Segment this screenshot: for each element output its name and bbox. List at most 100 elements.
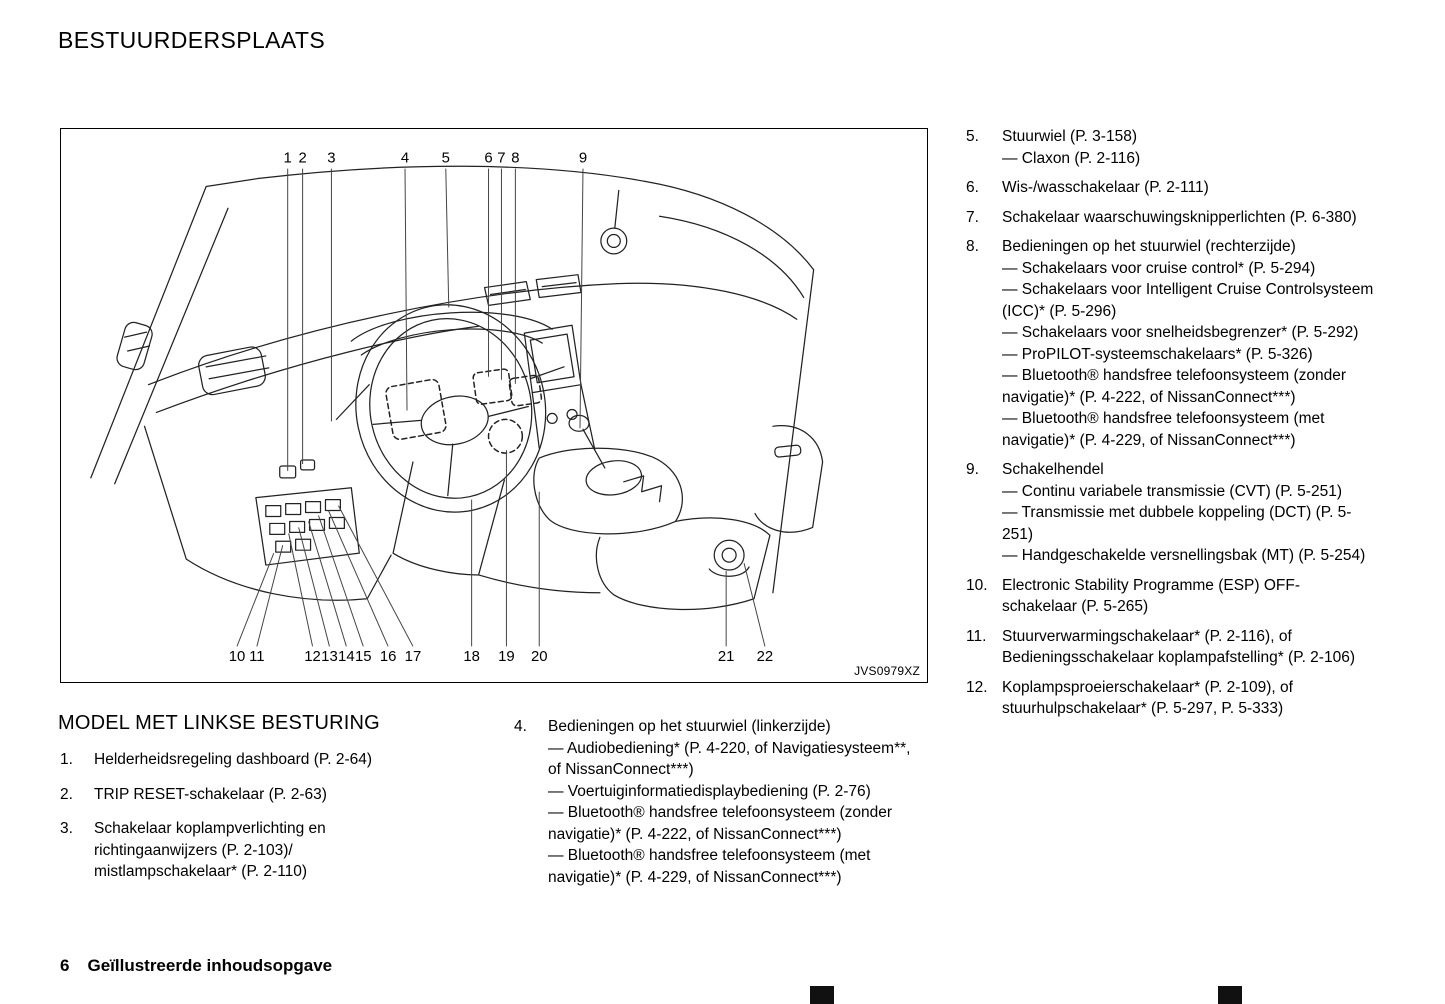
- list-item-text: Helderheidsregeling dashboard (P. 2-64): [94, 751, 373, 768]
- list-item: 8. Bedieningen op het stuurwiel (rechterz…: [966, 236, 1378, 451]
- callout-number: 22: [757, 649, 774, 665]
- list-item-number: 8.: [966, 238, 979, 255]
- item-list-left: 1.Helderheidsregeling dashboard (P. 2-64…: [60, 749, 404, 896]
- callout-leader-line: [256, 545, 284, 647]
- list-item: 2. TRIP RESET-schakelaar (P. 2-63): [60, 784, 404, 806]
- list-item: 11. Stuurverwarmingschakelaar* (P. 2-116)…: [966, 626, 1378, 669]
- callout-number: 12: [304, 649, 321, 665]
- list-item: 3. Schakelaar koplampverlichting en richt…: [60, 818, 404, 883]
- list-item-body: Bedieningen op het stuurwiel (linkerzijd…: [548, 716, 916, 888]
- section-heading-model: MODEL MET LINKSE BESTURING: [58, 712, 380, 734]
- list-item-body: Wis-/wasschakelaar (P. 2-111): [1002, 177, 1374, 199]
- list-item-text: — Bluetooth® handsfree telefoonsysteem (…: [548, 804, 893, 843]
- list-item-number: 4.: [514, 718, 527, 735]
- gear-knob: [568, 414, 590, 432]
- callout-number: 21: [718, 649, 735, 665]
- callout-number: 6: [484, 151, 492, 167]
- list-item-body: Schakelhendel — Continu variabele transmi…: [1002, 459, 1374, 567]
- list-item-text: Wis-/wasschakelaar (P. 2-111): [1002, 179, 1209, 196]
- callout-number: 5: [442, 151, 450, 167]
- list-item-body: Koplampsproeierschakelaar* (P. 2-109), o…: [1002, 677, 1374, 720]
- list-item-body: Helderheidsregeling dashboard (P. 2-64): [94, 749, 404, 771]
- page-footer: 6 Geïllustreerde inhoudsopgave: [60, 956, 332, 976]
- callout-leader-line: [404, 168, 408, 411]
- callout-number: 4: [401, 151, 409, 167]
- list-item-text: — Continu variabele transmissie (CVT) (P…: [1002, 482, 1342, 500]
- callout-number: 15: [355, 649, 372, 665]
- list-item-number: 6.: [966, 179, 979, 196]
- callout-leader-line: [743, 562, 766, 647]
- list-item-number: 7.: [966, 208, 979, 226]
- callout-leader-line: [337, 505, 414, 647]
- list-item-number: 11.: [966, 627, 987, 645]
- callout-leader-line: [288, 533, 314, 647]
- list-item-text: — Bluetooth® handsfree telefoonsysteem (…: [1002, 367, 1347, 406]
- callout-leader-line: [328, 510, 389, 647]
- list-item-number: 9.: [966, 461, 979, 478]
- list-item-text: TRIP RESET-schakelaar (P. 2-63): [94, 785, 327, 803]
- callout-leader-line: [298, 527, 330, 647]
- callout-number: 1: [284, 151, 292, 167]
- list-item-text: — Schakelaars voor Intelligent Cruise Co…: [1002, 281, 1374, 320]
- list-item-body: Bedieningen op het stuurwiel (rechterzij…: [1002, 236, 1374, 451]
- figure-code: JVS0979XZ: [854, 664, 920, 678]
- callout-leader-line: [236, 552, 275, 647]
- item-list-right: 5.Stuurwiel (P. 3-158)— Claxon (P. 2-116…: [966, 126, 1378, 728]
- callout-number: 13: [321, 649, 338, 665]
- callout-highlight-boxes: [385, 368, 543, 454]
- interior-sketch: [90, 165, 824, 611]
- callout-leader-line: [318, 515, 364, 647]
- callout-number: 8: [511, 151, 519, 167]
- list-item-text: Bedieningen op het stuurwiel (linkerzijd…: [548, 718, 831, 735]
- list-item-body: Electronic Stability Programme (ESP) OFF…: [1002, 575, 1374, 618]
- list-item: 1.Helderheidsregeling dashboard (P. 2-64…: [60, 749, 404, 771]
- page-title: BESTUURDERSPLAATS: [58, 27, 326, 53]
- callout-number: 14: [338, 649, 355, 665]
- callout-leader-line: [308, 521, 347, 647]
- list-item-text: Bedieningen op het stuurwiel (rechterzij…: [1002, 238, 1296, 255]
- callout-number: 19: [498, 649, 515, 665]
- list-item-number: 3.: [60, 820, 73, 837]
- list-item-text: — Bluetooth® handsfree telefoonsysteem (…: [548, 847, 871, 886]
- list-item: 6. Wis-/wasschakelaar (P. 2-111): [966, 177, 1378, 199]
- list-item-text: Schakelaar koplampverlichting en richtin…: [94, 820, 326, 880]
- list-item-number: 12.: [966, 678, 988, 696]
- callout-leader-line: [445, 168, 450, 308]
- switch-panel: [255, 487, 360, 566]
- page-number: 6: [60, 956, 70, 975]
- list-item: 9. Schakelhendel — Continu variabele trans…: [966, 459, 1378, 567]
- list-item-text: Koplampsproeierschakelaar* (P. 2-109), o…: [1002, 678, 1293, 718]
- console-knob: [713, 539, 745, 571]
- list-item-text: — Handgeschakelde versnellingsbak (MT) (…: [1002, 547, 1366, 564]
- callout-number: 16: [380, 649, 397, 665]
- callout-number: 18: [463, 649, 480, 665]
- callout-number: 7: [497, 151, 505, 167]
- list-item-text: Schakelaar waarschuwingsknipperlichten (…: [1002, 208, 1357, 226]
- page-edge-tab: [1218, 986, 1242, 1004]
- list-item-text: — ProPILOT-systeemschakelaars* (P. 5-326…: [1002, 345, 1313, 363]
- list-item-text: — Transmissie met dubbele koppeling (DCT…: [1002, 504, 1352, 543]
- callout-number: 9: [579, 151, 587, 167]
- list-item-text: Electronic Stability Programme (ESP) OFF…: [1002, 576, 1301, 616]
- callout-number: 17: [405, 649, 422, 665]
- chapter-title: Geïllustreerde inhoudsopgave: [87, 956, 333, 975]
- list-item-text: Stuurverwarmingschakelaar* (P. 2-116), o…: [1002, 627, 1355, 667]
- list-item-body: Stuurverwarmingschakelaar* (P. 2-116), o…: [1002, 626, 1374, 669]
- gear-boot: [585, 460, 643, 496]
- callout-number: 20: [531, 649, 548, 665]
- callout-number: 10: [229, 649, 246, 665]
- list-item-text: — Claxon (P. 2-116): [1002, 149, 1141, 167]
- list-item-number: 2.: [60, 785, 73, 803]
- list-item-text: Schakelhendel: [1002, 461, 1104, 478]
- list-item-text: — Schakelaars voor cruise control* (P. 5…: [1002, 259, 1316, 277]
- mirror-circle: [600, 227, 628, 255]
- list-item: 10.Electronic Stability Programme (ESP) …: [966, 575, 1378, 618]
- list-item-text: Stuurwiel (P. 3-158): [1002, 128, 1137, 145]
- list-item-body: Stuurwiel (P. 3-158) — Claxon (P. 2-116): [1002, 126, 1374, 169]
- list-item: 12. Koplampsproeierschakelaar* (P. 2-109)…: [966, 677, 1378, 720]
- door-handle: [774, 444, 802, 458]
